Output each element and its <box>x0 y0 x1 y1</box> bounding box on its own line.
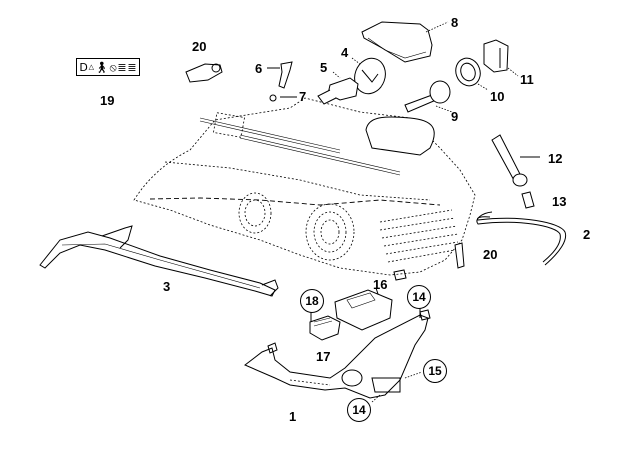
indicator-bulb-socket[interactable] <box>491 134 535 209</box>
callout-20-right[interactable]: 20 <box>483 247 498 262</box>
callout-14-upper[interactable]: 14 <box>407 285 431 309</box>
callout-3[interactable]: 3 <box>163 279 171 294</box>
text-lines-icon: ≣ <box>117 60 127 74</box>
warning-symbol-d: D <box>79 60 88 74</box>
control-unit[interactable] <box>334 289 393 331</box>
callout-13[interactable]: 13 <box>552 194 567 209</box>
cover-cap[interactable] <box>350 54 391 98</box>
person-icon: 🚶︎ <box>94 60 109 74</box>
callout-6[interactable]: 6 <box>255 61 263 76</box>
callout-11[interactable]: 11 <box>520 72 534 87</box>
cover-gasket[interactable] <box>361 21 433 63</box>
seal-strip[interactable] <box>476 211 567 266</box>
warning-label[interactable]: D △ 🚶︎ ⦸ ≣ ≣ <box>76 58 140 76</box>
callout-8[interactable]: 8 <box>451 15 459 30</box>
connector-module[interactable] <box>309 315 341 341</box>
clip-top[interactable] <box>185 63 223 83</box>
callout-14-lower[interactable]: 14 <box>347 398 371 422</box>
callout-20-top[interactable]: 20 <box>192 39 207 54</box>
retaining-ring[interactable] <box>452 55 484 90</box>
xenon-bulb[interactable] <box>404 80 451 113</box>
callout-1[interactable]: 1 <box>289 409 297 424</box>
callout-5[interactable]: 5 <box>320 60 328 75</box>
callout-17[interactable]: 17 <box>316 349 331 364</box>
callout-7[interactable]: 7 <box>299 89 307 104</box>
callout-12[interactable]: 12 <box>548 151 563 166</box>
bulb-h7[interactable] <box>317 77 359 105</box>
side-bulb-holder[interactable] <box>269 61 293 102</box>
bracket[interactable] <box>244 309 431 399</box>
callout-16[interactable]: 16 <box>373 277 388 292</box>
headlight-housing[interactable] <box>133 97 476 281</box>
trim-strip[interactable] <box>39 225 279 297</box>
callout-9[interactable]: 9 <box>451 109 459 124</box>
prohibited-icon: ⦸ <box>109 60 117 74</box>
callout-19[interactable]: 19 <box>100 93 115 108</box>
warning-triangle-icon: △ <box>88 62 94 71</box>
callout-15[interactable]: 15 <box>423 359 447 383</box>
clip-right[interactable] <box>454 242 465 269</box>
text-lines-icon-2: ≣ <box>127 60 137 74</box>
callout-18[interactable]: 18 <box>300 289 324 313</box>
callout-2[interactable]: 2 <box>583 227 591 242</box>
callout-4[interactable]: 4 <box>341 45 349 60</box>
callout-10[interactable]: 10 <box>490 89 505 104</box>
ignitor[interactable] <box>483 39 509 73</box>
